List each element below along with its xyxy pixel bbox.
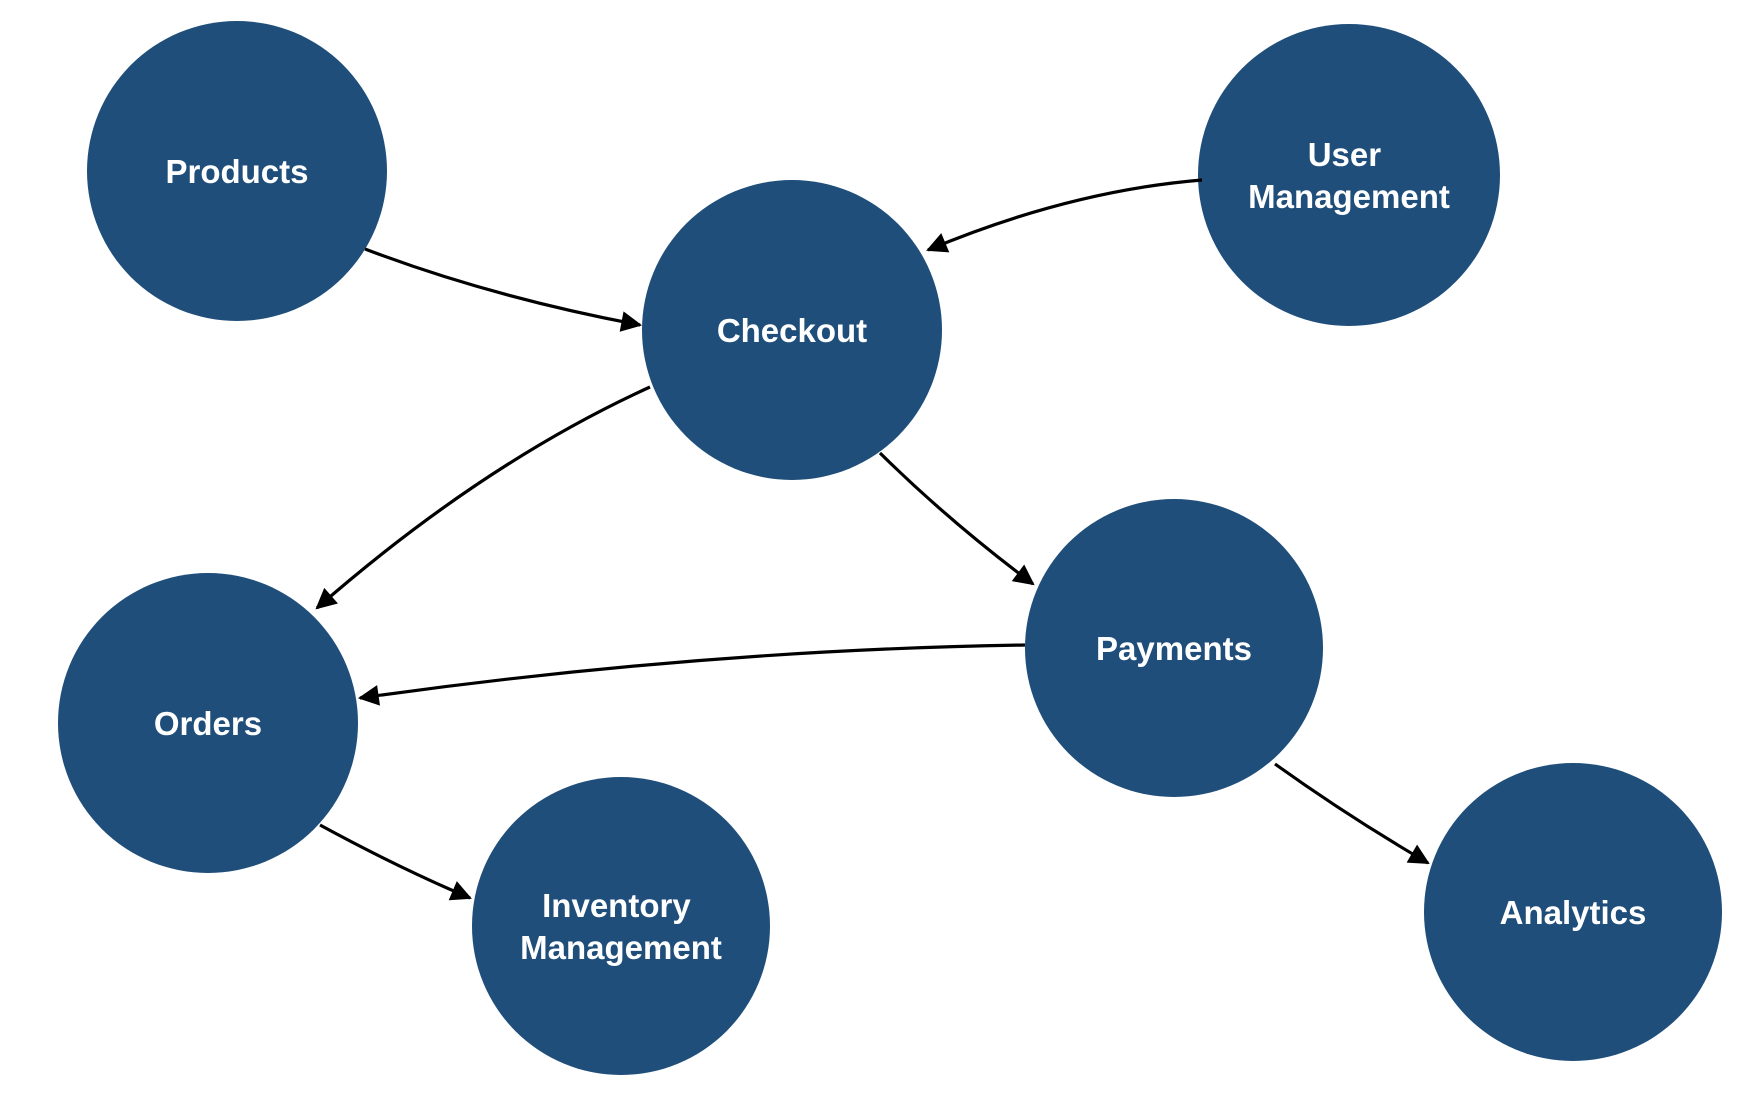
orders-node[interactable]: [58, 573, 358, 873]
node-payments: Payments: [1025, 499, 1323, 797]
edge-checkout-to-payments: [878, 451, 1035, 586]
payments-label-line: Payments: [1096, 630, 1252, 667]
inventory-management-label: Inventory Management: [520, 887, 722, 966]
user-management-label: User Management: [1248, 136, 1450, 215]
checkout-node[interactable]: [642, 180, 942, 480]
node-orders: Orders: [58, 573, 358, 873]
products-node[interactable]: [87, 21, 387, 321]
inventory-management-node[interactable]: [472, 777, 770, 1075]
edge-orders-to-inventory-management: [319, 823, 472, 901]
payments-label: Payments: [1096, 630, 1252, 667]
edge-checkout-to-orders: [315, 385, 651, 610]
edge-user-management-to-checkout: [926, 178, 1203, 253]
edge-payments-to-orders: [357, 643, 1026, 706]
orders-label-line: Orders: [154, 705, 262, 742]
analytics-label: Analytics: [1500, 894, 1647, 931]
node-user-management: User Management: [1198, 24, 1500, 326]
node-products: Products: [87, 21, 387, 321]
edge-payments-to-analytics: [1274, 762, 1430, 865]
analytics-label-line: Analytics: [1500, 894, 1647, 931]
user-management-node[interactable]: [1198, 24, 1500, 326]
products-label-line: Products: [165, 153, 308, 190]
node-checkout: Checkout: [642, 180, 942, 480]
checkout-label: Checkout: [717, 312, 867, 349]
payments-node[interactable]: [1025, 499, 1323, 797]
orders-label: Orders: [154, 705, 262, 742]
node-inventory-management: Inventory Management: [472, 777, 770, 1075]
user-management-label-line2: Management: [1248, 178, 1450, 215]
checkout-label-line: Checkout: [717, 312, 867, 349]
inventory-management-label-line1: Inventory: [542, 887, 691, 924]
edge-products-to-checkout: [364, 247, 643, 332]
products-label: Products: [165, 153, 308, 190]
user-management-label-line1: User: [1308, 136, 1382, 173]
analytics-node[interactable]: [1424, 763, 1722, 1061]
node-analytics: Analytics: [1424, 763, 1722, 1061]
inventory-management-label-line2: Management: [520, 929, 722, 966]
